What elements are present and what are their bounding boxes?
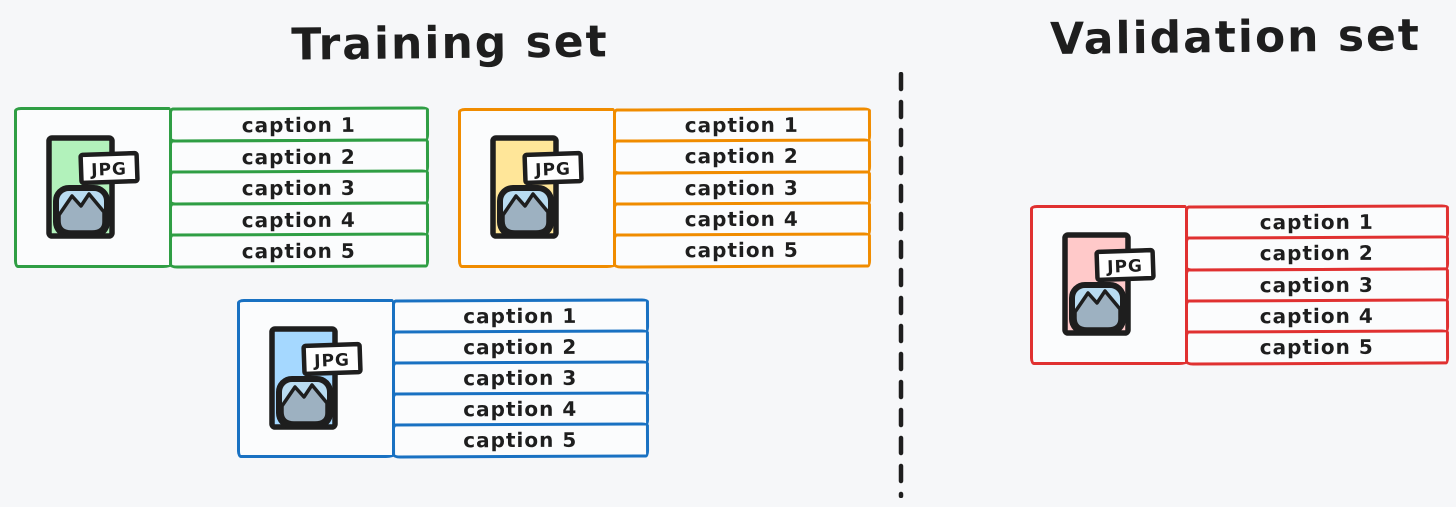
caption-row: caption 5 <box>168 232 429 269</box>
jpg-label-badge: JPG <box>1094 247 1156 283</box>
caption-list: caption 1 caption 2 caption 3 caption 4 … <box>168 106 429 269</box>
jpg-file-icon: JPG <box>46 134 140 239</box>
caption-row: caption 3 <box>168 169 429 206</box>
image-card-red: JPG caption 1 caption 2 caption 3 captio… <box>1030 204 1449 366</box>
image-thumbnail-icon <box>1069 282 1126 335</box>
caption-row: caption 5 <box>612 232 871 269</box>
caption-row: caption 3 <box>1184 267 1449 303</box>
image-card-blue: JPG caption 1 caption 2 caption 3 captio… <box>237 298 649 459</box>
image-thumbnail-icon <box>276 375 333 429</box>
caption-row: caption 5 <box>391 422 649 459</box>
image-thumbnail-icon <box>497 185 554 238</box>
image-panel: JPG <box>458 108 616 268</box>
image-card-orange: JPG caption 1 caption 2 caption 3 captio… <box>458 107 871 269</box>
jpg-label-badge: JPG <box>301 341 363 376</box>
jpg-label: JPG <box>90 159 127 180</box>
jpg-label: JPG <box>1106 256 1143 277</box>
jpg-label: JPG <box>313 350 350 371</box>
caption-row: caption 3 <box>612 170 871 206</box>
image-panel: JPG <box>237 299 395 458</box>
image-thumbnail-icon <box>53 184 110 238</box>
caption-list: caption 1 caption 2 caption 3 caption 4 … <box>1184 204 1449 366</box>
image-card-green: JPG caption 1 caption 2 caption 3 captio… <box>14 106 429 269</box>
caption-list: caption 1 caption 2 caption 3 caption 4 … <box>612 107 871 269</box>
jpg-label-badge: JPG <box>522 150 584 186</box>
jpg-label-badge: JPG <box>78 150 140 185</box>
jpg-file-icon: JPG <box>1062 232 1156 336</box>
jpg-file-icon: JPG <box>269 325 363 430</box>
dashed-divider-line <box>898 72 904 498</box>
caption-row: caption 2 <box>1184 235 1449 272</box>
caption-row: caption 1 <box>168 106 429 143</box>
image-panel: JPG <box>14 107 172 268</box>
caption-row: caption 5 <box>1184 329 1449 366</box>
training-set-title: Training set <box>291 16 609 71</box>
jpg-file-icon: JPG <box>490 135 584 239</box>
validation-set-title: Validation set <box>1049 10 1422 65</box>
image-panel: JPG <box>1030 205 1188 365</box>
caption-list: caption 1 caption 2 caption 3 caption 4 … <box>391 298 649 459</box>
jpg-label: JPG <box>534 159 571 180</box>
caption-row: caption 2 <box>612 138 871 175</box>
